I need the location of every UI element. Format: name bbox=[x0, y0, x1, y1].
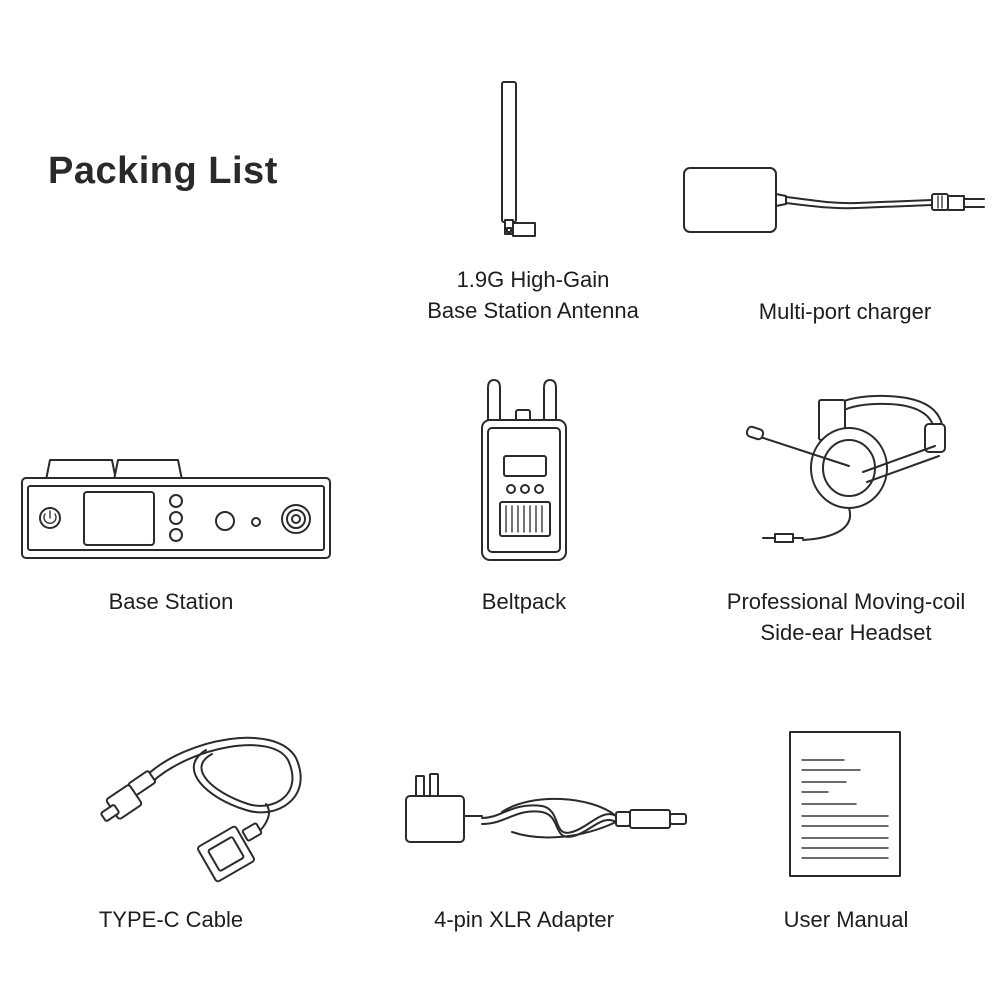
base-station-caption: Base Station bbox=[108, 589, 234, 614]
xlr-adapter-icon bbox=[402, 772, 692, 844]
headset-icon bbox=[745, 388, 965, 556]
beltpack-caption: Beltpack bbox=[481, 589, 567, 614]
base-station-icon bbox=[20, 456, 332, 560]
headset-caption: Professional Moving-coil Side-ear Headse… bbox=[726, 589, 966, 645]
antenna-icon bbox=[495, 80, 545, 242]
xlr-adapter-caption: 4-pin XLR Adapter bbox=[434, 907, 614, 932]
type-c-cable-caption: TYPE-C Cable bbox=[98, 907, 244, 932]
page-title: Packing List bbox=[48, 150, 278, 192]
user-manual-caption: User Manual bbox=[783, 907, 909, 932]
charger-caption: Multi-port charger bbox=[758, 299, 932, 324]
charger-icon bbox=[682, 166, 990, 236]
usb-cable-icon bbox=[96, 728, 306, 892]
antenna-caption: 1.9G High-Gain Base Station Antenna bbox=[427, 267, 639, 323]
manual-icon bbox=[788, 730, 904, 880]
beltpack-icon bbox=[478, 378, 570, 562]
